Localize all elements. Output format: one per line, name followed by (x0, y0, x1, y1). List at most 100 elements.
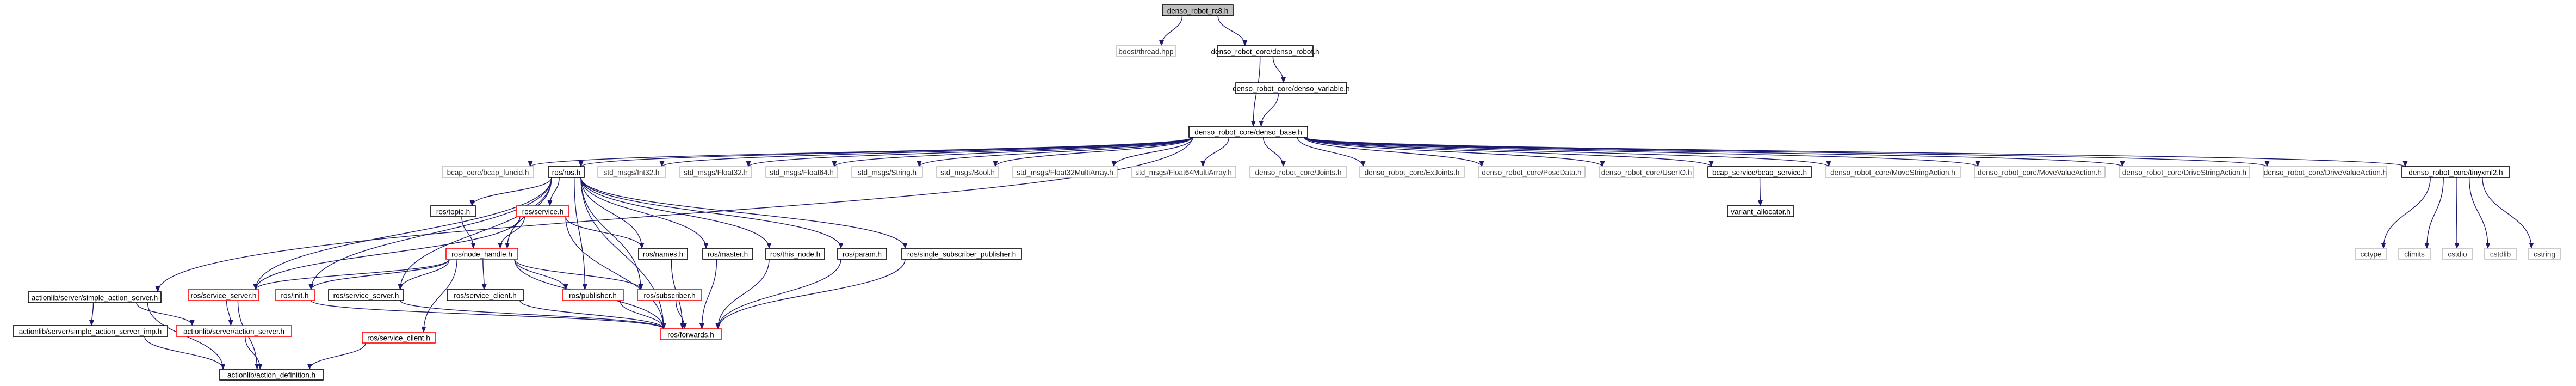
node-rosh[interactable]: ros/ros.h (548, 166, 585, 178)
node-box-tinyxml2 (2401, 166, 2510, 178)
node-label-drc_base: denso_robot_core/denso_base.h (1194, 128, 1302, 137)
node-label-bcap_service: bcap_service/bcap_service.h (1712, 169, 1807, 177)
include-edge-drc_robot-to-drc_variable (1272, 56, 1286, 84)
include-edge-drc_base-to-f32ma (1111, 137, 1194, 168)
node-label-movevalue: denso_robot_core/MoveValueAction.h (1978, 169, 2102, 177)
node-label-topic: ros/topic.h (436, 208, 470, 216)
node-forwards[interactable]: ros/forwards.h (660, 328, 722, 340)
include-edge-tinyxml2-to-cstdio (2454, 177, 2460, 249)
node-label-subscriber: ros/subscriber.h (643, 292, 695, 300)
node-ssp[interactable]: ros/single_subscriber_publisher.h (901, 248, 1022, 260)
node-box-drc_robot (1217, 45, 1314, 57)
node-publisher[interactable]: ros/publisher.h (562, 289, 624, 301)
include-edge-drc_base-to-rosh (578, 137, 1193, 168)
include-edge-tinyxml2-to-cstring (2482, 177, 2534, 249)
node-label-f32ma: std_msgs/Float32MultiArray.h (1017, 169, 1113, 177)
node-label-action_def: actionlib/action_definition.h (227, 371, 315, 379)
node-subscriber[interactable]: ros/subscriber.h (637, 289, 702, 301)
node-label-boostthread: boost/thread.hpp (1118, 48, 1173, 56)
include-edge-service-to-node_handle (498, 216, 525, 249)
include-edge-drc_base-to-movestring (1304, 137, 1831, 168)
node-exjoints: denso_robot_core/ExJoints.h (1359, 166, 1465, 178)
node-sas_imp[interactable]: actionlib/server/simple_action_server_im… (13, 325, 168, 337)
include-edge-this_node-to-forwards (715, 259, 770, 330)
node-box-cstdlib (2484, 248, 2517, 260)
node-sas[interactable]: actionlib/server/simple_action_server.h (28, 291, 162, 303)
node-label-publisher: ros/publisher.h (569, 292, 617, 300)
node-posedata: denso_robot_core/PoseData.h (1478, 166, 1586, 178)
node-box-action_def (219, 369, 324, 381)
include-edge-drc_base-to-drivevalue (1304, 137, 2269, 168)
node-label-service_server: ros/service_server.h (191, 292, 257, 300)
node-drc_variable[interactable]: denso_robot_core/denso_variable.h (1233, 82, 1350, 94)
node-names[interactable]: ros/names.h (638, 248, 688, 260)
include-edge-rosh-to-forwards (580, 177, 666, 330)
node-topic[interactable]: ros/topic.h (430, 205, 476, 217)
include-edge-action_server-to-action_def (245, 336, 263, 370)
node-float64: std_msgs/Float64.h (765, 166, 838, 178)
node-drc_robot[interactable]: denso_robot_core/denso_robot.h (1211, 45, 1320, 57)
node-service[interactable]: ros/service.h (516, 205, 569, 217)
node-action_server[interactable]: actionlib/server/action_server.h (176, 325, 292, 337)
include-edge-node_handle-to-subscriber (514, 259, 643, 291)
node-service_client[interactable]: ros/service_client.h (447, 289, 524, 301)
include-edge-drc_base-to-float64 (832, 137, 1193, 168)
node-joints: denso_robot_core/Joints.h (1249, 166, 1347, 178)
node-box-root (1162, 4, 1234, 16)
node-box-publisher (562, 289, 624, 301)
node-bcap_service[interactable]: bcap_service/bcap_service.h (1707, 166, 1812, 178)
node-int32: std_msgs/Int32.h (597, 166, 666, 178)
include-edge-service-to-service_server (253, 216, 521, 291)
include-edge-service_client-to-forwards (519, 300, 666, 330)
node-action_def[interactable]: actionlib/action_definition.h (219, 369, 324, 381)
include-edge-node_handle-to-service_server (253, 259, 450, 291)
node-box-cstdio (2442, 248, 2473, 260)
node-label-bcap_funcid: bcap_core/bcap_funcid.h (447, 169, 529, 177)
include-edge-rosh-to-service (547, 177, 560, 207)
node-bool: std_msgs/Bool.h (936, 166, 999, 178)
node-box-joints (1249, 166, 1347, 178)
node-box-movevalue (1974, 166, 2106, 178)
node-node_handle[interactable]: ros/node_handle.h (445, 248, 518, 260)
include-edge-tinyxml2-to-climits (2424, 177, 2444, 249)
node-init[interactable]: ros/init.h (275, 289, 315, 301)
node-label-init: ros/init.h (281, 292, 308, 300)
node-label-sas: actionlib/server/simple_action_server.h (32, 294, 158, 302)
include-edge-rosh-to-rss (398, 177, 552, 291)
node-param[interactable]: ros/param.h (837, 248, 887, 260)
node-this_node[interactable]: ros/this_node.h (765, 248, 825, 260)
node-label-joints: denso_robot_core/Joints.h (1255, 169, 1341, 177)
node-label-cstdio: cstdio (2448, 250, 2467, 259)
include-edge-drc_base-to-posedata (1304, 137, 1484, 168)
include-edge-tinyxml2-to-cstdlib (2468, 177, 2491, 249)
node-variant_allocator[interactable]: variant_allocator.h (1727, 205, 1794, 217)
node-label-service: ros/service.h (522, 208, 564, 216)
node-float32: std_msgs/Float32.h (679, 166, 752, 178)
node-label-rsc: ros/service_client.h (367, 334, 430, 342)
include-edge-sas-to-action_server (136, 302, 195, 327)
node-label-root: denso_robot_rc8.h (1167, 7, 1229, 15)
node-label-drc_robot: denso_robot_core/denso_robot.h (1211, 48, 1320, 56)
node-master[interactable]: ros/master.h (702, 248, 753, 260)
node-rsc[interactable]: ros/service_client.h (362, 332, 436, 344)
node-label-bool: std_msgs/Bool.h (940, 169, 995, 177)
node-rss[interactable]: ros/service_server.h (328, 289, 404, 301)
node-label-string: std_msgs/String.h (858, 169, 917, 177)
node-tinyxml2[interactable]: denso_robot_core/tinyxml2.h (2401, 166, 2510, 178)
node-box-sas_imp (13, 325, 168, 337)
node-drc_base[interactable]: denso_robot_core/denso_base.h (1188, 126, 1308, 138)
node-label-tinyxml2: denso_robot_core/tinyxml2.h (2408, 169, 2503, 177)
include-edge-drc_variable-to-drc_base (1259, 93, 1279, 127)
include-edge-param-to-forwards (715, 259, 841, 330)
node-box-topic (430, 205, 476, 217)
node-service_server[interactable]: ros/service_server.h (188, 289, 259, 301)
include-edge-node_handle-to-rss (398, 259, 450, 291)
node-box-f32ma (1012, 166, 1118, 178)
node-label-rosh: ros/ros.h (552, 169, 581, 177)
include-edge-rosh-to-service_server (253, 177, 552, 291)
include-edge-rosh-to-subscriber (580, 177, 643, 291)
node-box-climits (2398, 248, 2431, 260)
node-box-init (275, 289, 315, 301)
node-box-boostthread (1116, 45, 1176, 57)
